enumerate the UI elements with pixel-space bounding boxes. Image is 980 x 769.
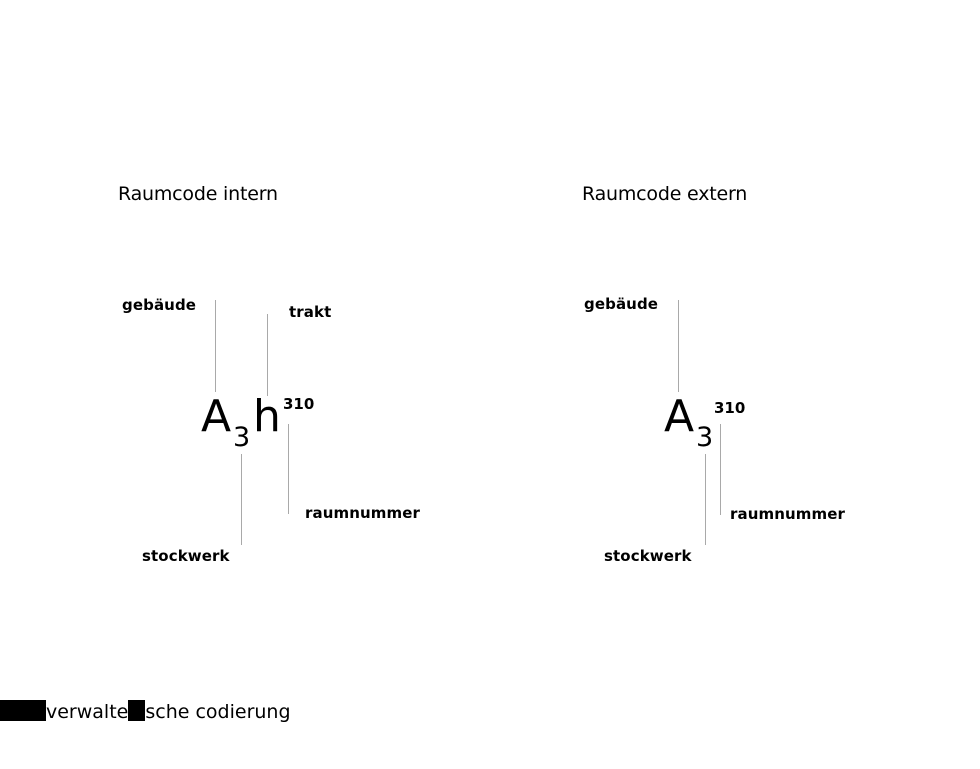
footer-caption-part2: sche codierung xyxy=(145,701,291,723)
connector-roomnumber-external xyxy=(720,424,721,515)
connector-building-internal xyxy=(215,300,216,392)
title-internal: Raumcode intern xyxy=(118,183,278,205)
code-room-number-external: 310 xyxy=(714,399,746,417)
label-roomnumber-external: raumnummer xyxy=(730,505,846,523)
connector-floor-external xyxy=(705,454,706,545)
connector-floor-internal xyxy=(241,454,242,545)
redaction-bar xyxy=(128,700,146,721)
footer-caption: verwalte sche codierung xyxy=(0,700,291,724)
connector-wing-internal xyxy=(267,314,268,396)
title-external: Raumcode extern xyxy=(582,183,748,205)
code-floor-digit-internal: 3 xyxy=(233,422,251,453)
label-building-internal: gebäude xyxy=(122,296,197,314)
connector-building-external xyxy=(678,300,679,392)
code-wing-letter-internal: h xyxy=(253,391,281,442)
label-floor-internal: stockwerk xyxy=(142,547,230,565)
label-roomnumber-internal: raumnummer xyxy=(305,504,421,522)
label-floor-external: stockwerk xyxy=(604,547,692,565)
code-floor-digit-external: 3 xyxy=(696,422,714,453)
code-building-letter-internal: A xyxy=(201,391,232,442)
footer-caption-part1: verwalte xyxy=(46,701,129,723)
label-building-external: gebäude xyxy=(584,295,659,313)
label-wing-internal: trakt xyxy=(289,303,332,321)
redaction-bar xyxy=(0,700,46,721)
code-building-letter-external: A xyxy=(664,391,695,442)
code-room-number-internal: 310 xyxy=(283,395,315,413)
connector-roomnumber-internal xyxy=(288,424,289,514)
